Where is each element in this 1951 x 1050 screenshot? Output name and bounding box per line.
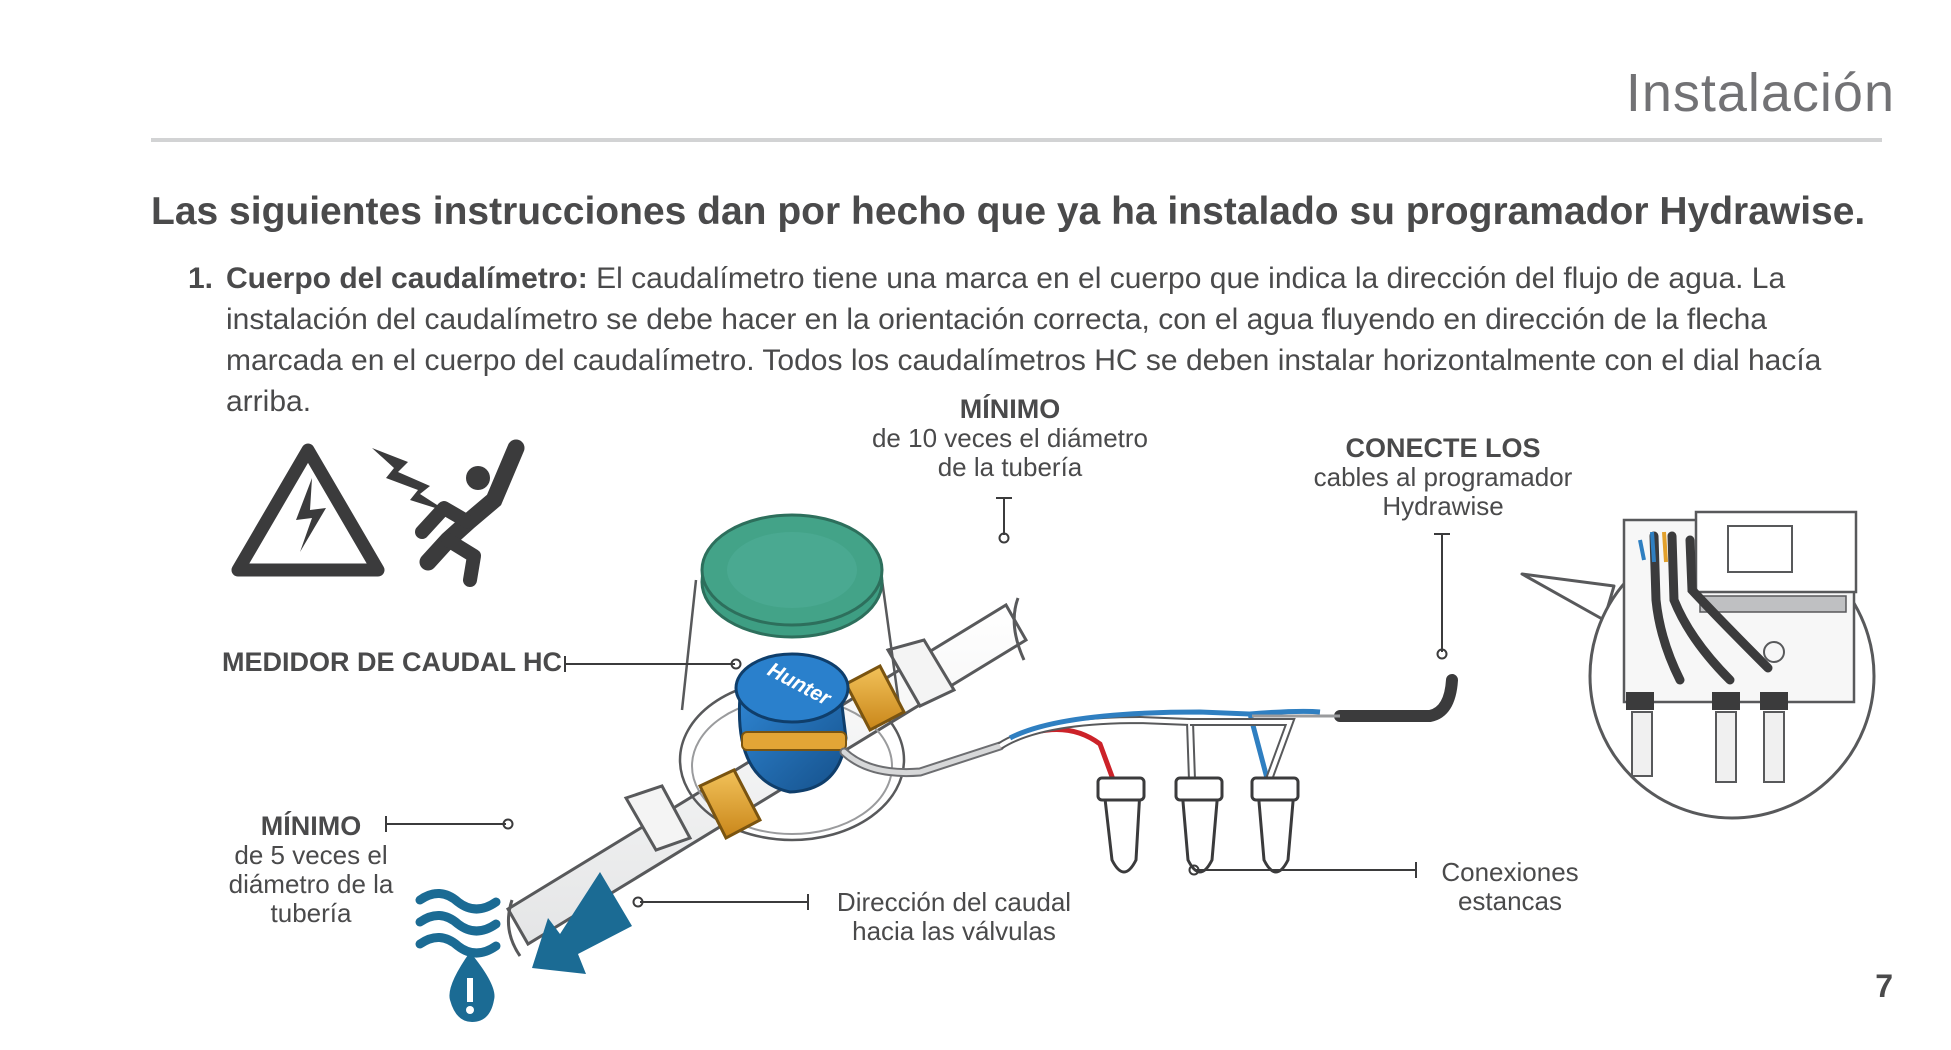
- downstream-minimum-label: MÍNIMO de 5 veces el diámetro de la tube…: [206, 812, 416, 928]
- header-rule: [151, 138, 1882, 142]
- intro-heading: Las siguientes instrucciones dan por hec…: [151, 190, 1866, 233]
- section-title: Instalación: [1625, 63, 1895, 123]
- hc-flow-meter: Hunter: [734, 652, 850, 794]
- connectors-line1: Conexiones: [1441, 857, 1579, 887]
- step-number: 1.: [188, 262, 214, 295]
- flow-direction-line2: hacia las válvulas: [852, 916, 1056, 946]
- step-body: Cuerpo del caudalímetro: El caudalímetro…: [226, 258, 1888, 422]
- signal-wires: [997, 674, 1458, 784]
- step-label: Cuerpo del caudalímetro:: [226, 262, 588, 295]
- water-drop-icon: [449, 952, 495, 1022]
- flow-direction-label: Dirección del caudal hacia las válvulas: [814, 888, 1094, 946]
- connect-wires-line2: Hydrawise: [1382, 491, 1504, 521]
- connect-wires-title: CONECTE LOS: [1345, 433, 1541, 463]
- electrocution-hazard-icon: [372, 439, 525, 587]
- downstream-minimum-title: MÍNIMO: [260, 811, 362, 841]
- water-flow-icon: [415, 889, 501, 958]
- flow-direction-arrow: [520, 872, 632, 1020]
- brass-couplings: [697, 663, 907, 841]
- controller-detail-magnifier: [1520, 510, 1876, 820]
- meter-label-text: MEDIDOR DE CAUDAL HC: [221, 647, 562, 677]
- flow-direction-line1: Dirección del caudal: [836, 887, 1072, 917]
- downstream-minimum-line3: tubería: [270, 898, 352, 928]
- leader-lines: [385, 497, 1450, 910]
- upstream-minimum-line2: de la tubería: [937, 452, 1083, 482]
- upstream-minimum-line1: de 10 veces el diámetro: [871, 423, 1149, 453]
- upstream-minimum-title: MÍNIMO: [959, 394, 1061, 424]
- step-text: El caudalímetro tiene una marca en el cu…: [226, 262, 1822, 418]
- step-1: 1. Cuerpo del caudalímetro: El caudalíme…: [188, 258, 1888, 422]
- connect-wires-label: CONECTE LOS cables al programador Hydraw…: [1280, 434, 1606, 521]
- meter-box: [678, 513, 906, 842]
- connectors-line2: estancas: [1457, 886, 1563, 916]
- upstream-minimum-label: MÍNIMO de 10 veces el diámetro de la tub…: [850, 395, 1170, 482]
- electrical-hazard-warning-icon: [231, 443, 385, 577]
- meter-label: MEDIDOR DE CAUDAL HC: [190, 648, 562, 677]
- connect-wires-line1: cables al programador: [1313, 462, 1573, 492]
- page-number: 7: [1875, 968, 1893, 1004]
- downstream-minimum-line1: de 5 veces el: [234, 840, 388, 870]
- waterproof-connectors: [1096, 776, 1300, 874]
- downstream-minimum-line2: diámetro de la: [228, 869, 394, 899]
- waterproof-connectors-label: Conexiones estancas: [1420, 858, 1600, 916]
